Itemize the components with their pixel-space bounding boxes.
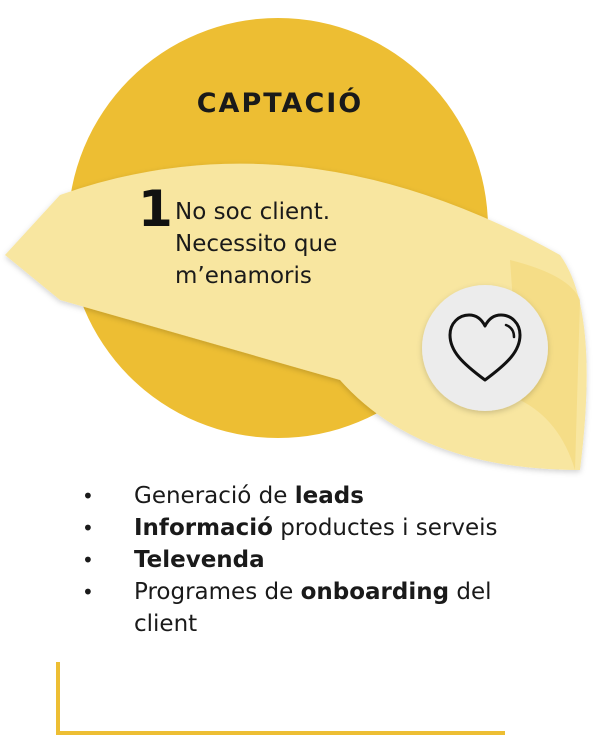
bold-keyword: Televenda — [134, 547, 265, 573]
section-title: CAPTACIÓ — [196, 88, 364, 119]
benefits-list: Generació de leadsInformació productes i… — [80, 480, 520, 640]
list-item: Programes de onboarding del client — [80, 576, 520, 640]
list-item: Televenda — [80, 544, 520, 576]
ribbon-banner — [5, 163, 587, 470]
bold-keyword: leads — [294, 483, 364, 509]
list-item: Informació productes i serveis — [80, 512, 520, 544]
step-description: No soc client. Necessito que m’enamoris — [175, 196, 415, 292]
bold-keyword: onboarding — [300, 579, 450, 605]
bold-keyword: Informació — [134, 515, 273, 541]
step-number: 1 — [138, 180, 173, 238]
heart-icon — [422, 285, 548, 411]
item-text: productes i serveis — [272, 515, 498, 541]
step-line: m’enamoris — [175, 263, 312, 289]
item-text: Generació de — [134, 483, 295, 509]
icon-badge — [422, 285, 548, 411]
item-text: Programes de — [134, 579, 301, 605]
item-text: del client — [134, 579, 492, 637]
step-line: No soc client. — [175, 199, 331, 225]
step-line: Necessito que — [175, 231, 338, 257]
list-item: Generació de leads — [80, 480, 520, 512]
